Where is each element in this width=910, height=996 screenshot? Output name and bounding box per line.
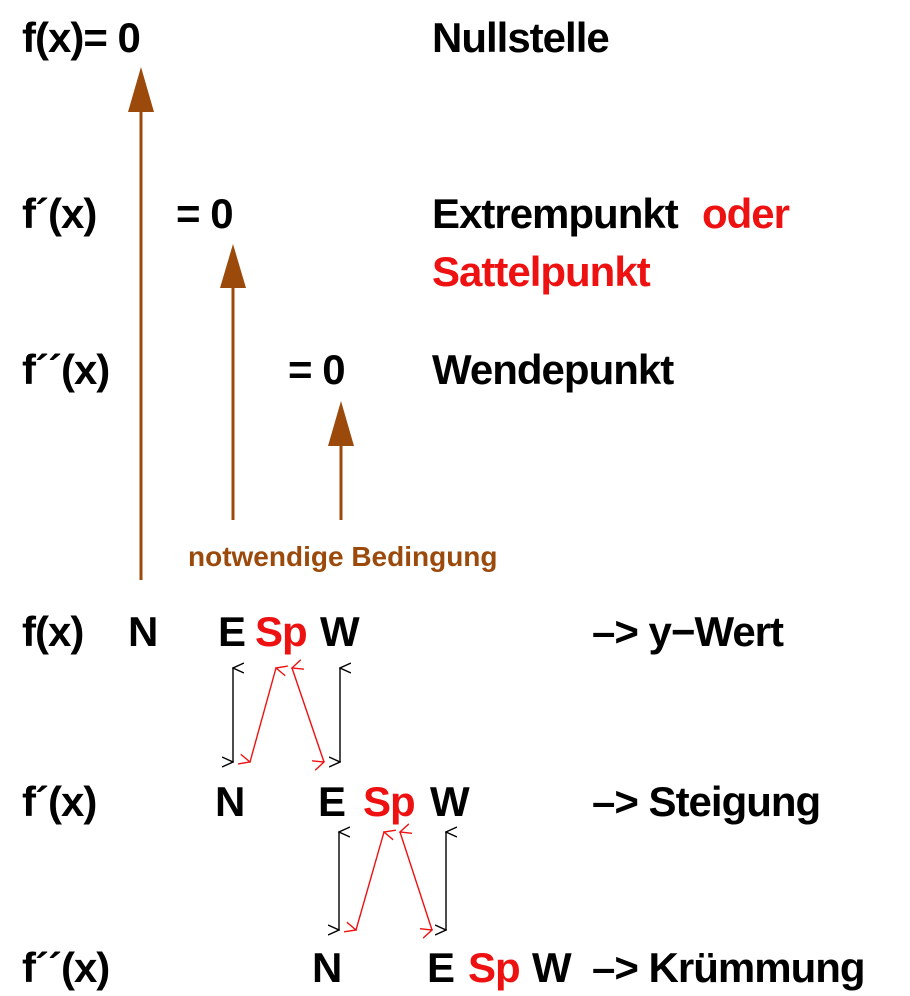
row-fprime-desc: –> Steigung [592,778,820,825]
arrowhead-extrempunkt [220,244,246,288]
row-fdouble-e: E [427,944,454,991]
f-double-prime-label: f´´(x) [22,346,109,393]
f-equals-zero-label: f(x)= 0 [22,14,140,61]
row-fprime-n: N [215,778,244,825]
necessary-condition-arrows [128,67,354,580]
row-f-desc: –> y−Wert [592,608,784,655]
row-fdouble-w: W [532,944,572,991]
connector-sp-n-lower [356,832,384,930]
row-fprime-w: W [430,778,470,825]
connector-sp-e-lower [400,832,432,930]
row-f-label: f(x) [22,608,83,655]
wendepunkt-label: Wendepunkt [432,346,674,393]
row-f-sp: Sp [255,608,307,655]
sattelpunkt-label: Sattelpunkt [432,248,651,295]
arrowhead-wendepunkt [328,401,354,446]
row-f-e: E [218,608,245,655]
connector-sp-e [292,668,324,762]
f-prime-label: f´(x) [22,190,96,237]
necessary-condition-label: notwendige Bedingung [188,541,498,572]
row-fdouble-label: f´´(x) [22,944,109,991]
f-double-prime-eq-zero: = 0 [288,346,345,393]
row-f-n: N [128,608,157,655]
connector-sp-n [250,668,276,762]
arrowhead-nullstelle [128,67,154,112]
row-fdouble-desc: –> Krümmung [592,944,865,991]
row-f-w: W [320,608,360,655]
row-fdouble-sp: Sp [468,944,520,991]
connectors-row0-row1 [233,668,340,762]
row-fprime-label: f´(x) [22,778,96,825]
row-fprime-sp: Sp [363,778,415,825]
row-fdouble-n: N [312,944,341,991]
connectors-row1-row2 [339,832,446,930]
f-prime-eq-zero: = 0 [176,190,233,237]
oder-label: oder [702,190,790,237]
extrempunkt-label: Extrempunkt [432,190,679,237]
row-fprime-e: E [318,778,345,825]
nullstelle-label: Nullstelle [432,14,609,61]
